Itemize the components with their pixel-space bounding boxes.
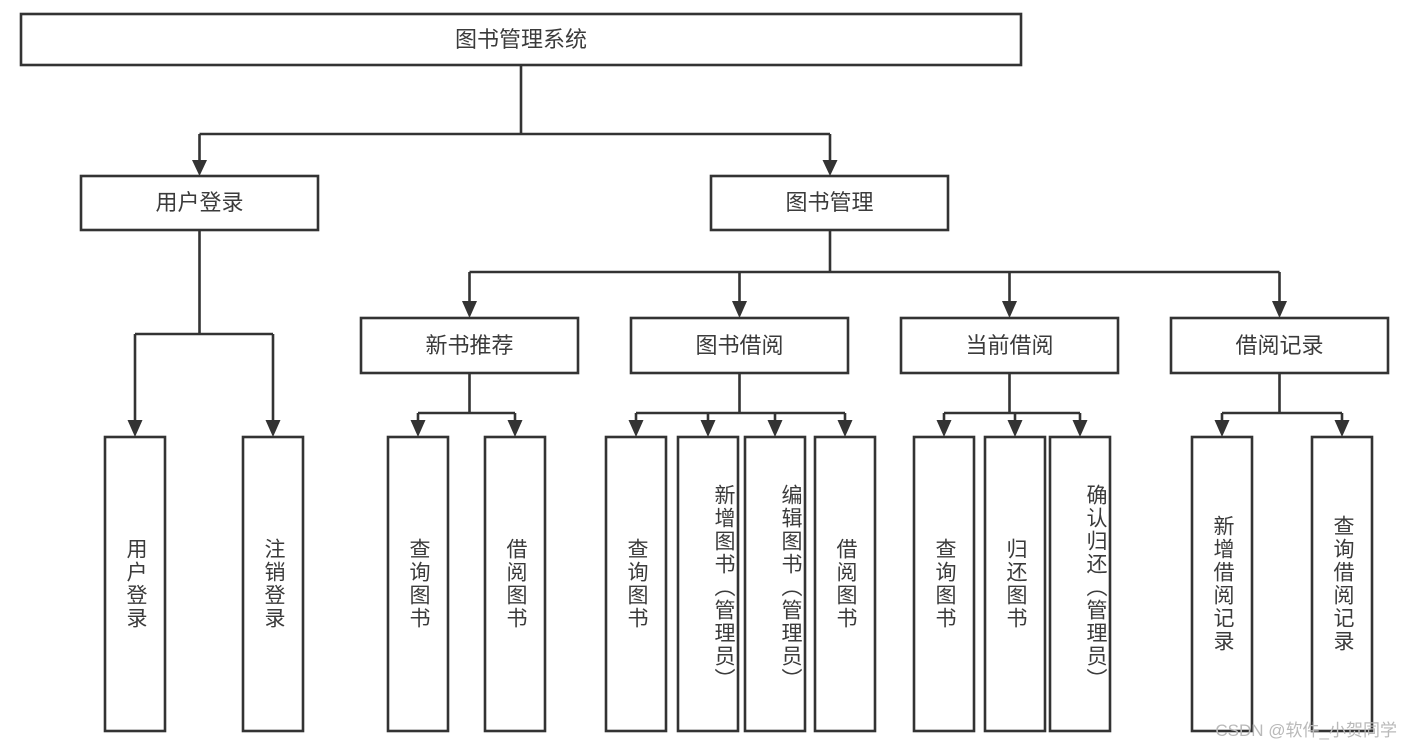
node-box-leaf-borrow-book-2[interactable] xyxy=(813,435,877,733)
connector-current-borrow-to-leaves xyxy=(936,373,1088,437)
connector-root-to-level1 xyxy=(192,65,838,176)
connector-user-login-to-leaves xyxy=(127,230,281,437)
connector-new-book-rec-to-leaves xyxy=(410,373,523,437)
node-box-leaf-query-book-1[interactable] xyxy=(386,435,450,733)
node-box-book-borrow[interactable] xyxy=(629,316,850,375)
node-box-leaf-confirm-return[interactable] xyxy=(1048,435,1112,733)
node-box-book-manage[interactable] xyxy=(709,174,950,232)
node-box-leaf-borrow-book-1[interactable] xyxy=(483,435,547,733)
node-box-borrow-record[interactable] xyxy=(1169,316,1390,375)
node-box-leaf-user-login[interactable] xyxy=(103,435,167,733)
node-box-leaf-edit-book[interactable] xyxy=(743,435,807,733)
node-box-leaf-add-book[interactable] xyxy=(676,435,740,733)
node-box-new-book-rec[interactable] xyxy=(359,316,580,375)
node-box-leaf-query-book-3[interactable] xyxy=(912,435,976,733)
connector-book-manage-to-level2 xyxy=(462,230,1287,318)
csdn-watermark: CSDN @软件_小贺同学 xyxy=(1215,721,1397,740)
node-box-user-login[interactable] xyxy=(79,174,320,232)
node-box-leaf-user-logout[interactable] xyxy=(241,435,305,733)
node-box-leaf-return-book[interactable] xyxy=(983,435,1047,733)
node-box-root[interactable] xyxy=(19,12,1023,67)
node-box-current-borrow[interactable] xyxy=(899,316,1120,375)
node-box-leaf-query-book-2[interactable] xyxy=(604,435,668,733)
node-box-leaf-add-record[interactable] xyxy=(1190,435,1254,733)
node-box-leaf-query-record[interactable] xyxy=(1310,435,1374,733)
connector-book-borrow-to-leaves xyxy=(628,373,853,437)
connector-borrow-record-to-leaves xyxy=(1214,373,1350,437)
